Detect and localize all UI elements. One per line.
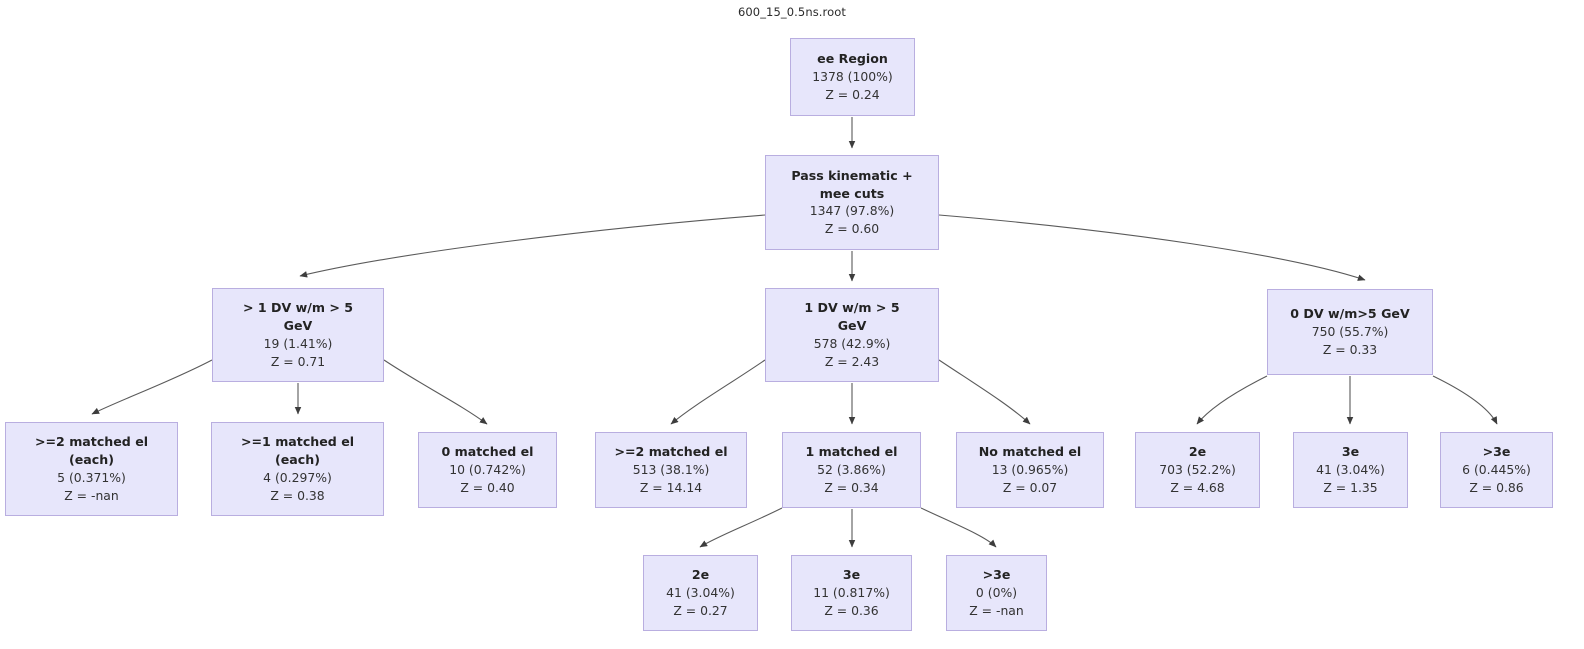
node-count: 1347 (97.8%) <box>809 203 895 219</box>
node-significance: Z = 0.34 <box>824 479 879 495</box>
node-label: 1 DV w/m > 5 GeV <box>804 300 900 334</box>
node-ge2_each[interactable]: >=2 matched el (each)5 (0.371%) Z = -nan <box>5 422 178 516</box>
node-count: 4 (0.297%) <box>263 469 332 485</box>
node-label: No matched el <box>978 444 1082 460</box>
node-label: Pass kinematic + mee cuts <box>791 167 913 201</box>
node-label: >=2 matched el (each) <box>34 434 149 468</box>
node-significance: Z = 1.35 <box>1323 479 1378 495</box>
node-significance: Z = 0.07 <box>1002 479 1058 495</box>
node-significance: Z = 0.40 <box>460 479 515 495</box>
node-significance: Z = 14.14 <box>639 479 703 495</box>
edge-zero_dv-to-zero_dv_2e <box>1196 375 1268 425</box>
node-label: > 1 DV w/m > 5 GeV <box>242 300 354 334</box>
edge-gt1dv-to-ge2_each <box>91 359 213 415</box>
node-count: 513 (38.1%) <box>632 461 710 477</box>
edge-one_matched-to-m1_gt3e <box>920 507 997 548</box>
node-label: ee Region <box>817 51 888 67</box>
node-count: 52 (3.86%) <box>817 461 886 477</box>
node-count: 578 (42.9%) <box>813 335 891 351</box>
node-significance: Z = 0.27 <box>673 602 728 618</box>
edge-one_dv-to-ge2_matched <box>670 359 766 425</box>
node-label: >=1 matched el (each) <box>240 434 355 468</box>
node-count: 11 (0.817%) <box>813 584 890 600</box>
edge-kin-to-gt1dv <box>299 214 766 278</box>
node-label: >3e <box>982 567 1011 583</box>
node-count: 41 (3.04%) <box>666 584 735 600</box>
node-count: 10 (0.742%) <box>449 461 526 477</box>
node-count: 703 (52.2%) <box>1159 461 1236 477</box>
node-label: 3e <box>842 567 861 583</box>
node-label: 2e <box>691 567 710 583</box>
node-count: 0 (0%) <box>975 584 1018 600</box>
node-kin[interactable]: Pass kinematic + mee cuts 1347 (97.8%) Z =… <box>765 155 939 250</box>
node-count: 13 (0.965%) <box>991 461 1069 477</box>
node-label: 0 matched el <box>441 444 534 460</box>
node-count: 41 (3.04%) <box>1316 461 1385 477</box>
edge-one_matched-to-m1_2e <box>699 507 783 548</box>
node-significance: Z = 0.33 <box>1322 341 1378 357</box>
edge-zero_dv-to-zero_dv_gt3e <box>1432 375 1498 425</box>
node-label: 0 DV w/m>5 GeV <box>1290 306 1410 322</box>
node-significance: Z = -nan <box>969 602 1024 618</box>
node-count: 1378 (100%) <box>812 68 893 84</box>
node-significance: Z = 0.24 <box>825 86 880 102</box>
node-count: 6 (0.445%) <box>1462 461 1531 477</box>
node-label: 1 matched el <box>805 444 898 460</box>
node-significance: Z = 2.43 <box>824 353 880 369</box>
node-significance: Z = -nan <box>64 487 119 503</box>
node-count: 750 (55.7%) <box>1311 323 1389 339</box>
node-label: >=2 matched el <box>614 444 728 460</box>
node-count: 19 (1.41%) <box>263 335 333 351</box>
edge-one_dv-to-no_matched <box>938 359 1031 425</box>
edge-gt1dv-to-zero_matched_a <box>383 359 488 425</box>
node-significance: Z = 0.86 <box>1469 479 1524 495</box>
node-label: 3e <box>1341 444 1360 460</box>
node-label: >3e <box>1482 444 1511 460</box>
node-label: 2e <box>1188 444 1207 460</box>
node-significance: Z = 0.38 <box>270 487 325 503</box>
node-ge1_each[interactable]: >=1 matched el (each)4 (0.297%) Z = 0.38 <box>211 422 384 516</box>
node-count: 5 (0.371%) <box>57 469 126 485</box>
node-significance: Z = 0.60 <box>824 221 880 237</box>
node-significance: Z = 0.71 <box>270 353 326 369</box>
node-significance: Z = 4.68 <box>1170 479 1225 495</box>
edge-kin-to-zero_dv <box>938 214 1366 281</box>
node-significance: Z = 0.36 <box>824 602 879 618</box>
page-title: 600_15_0.5ns.root <box>737 5 847 19</box>
